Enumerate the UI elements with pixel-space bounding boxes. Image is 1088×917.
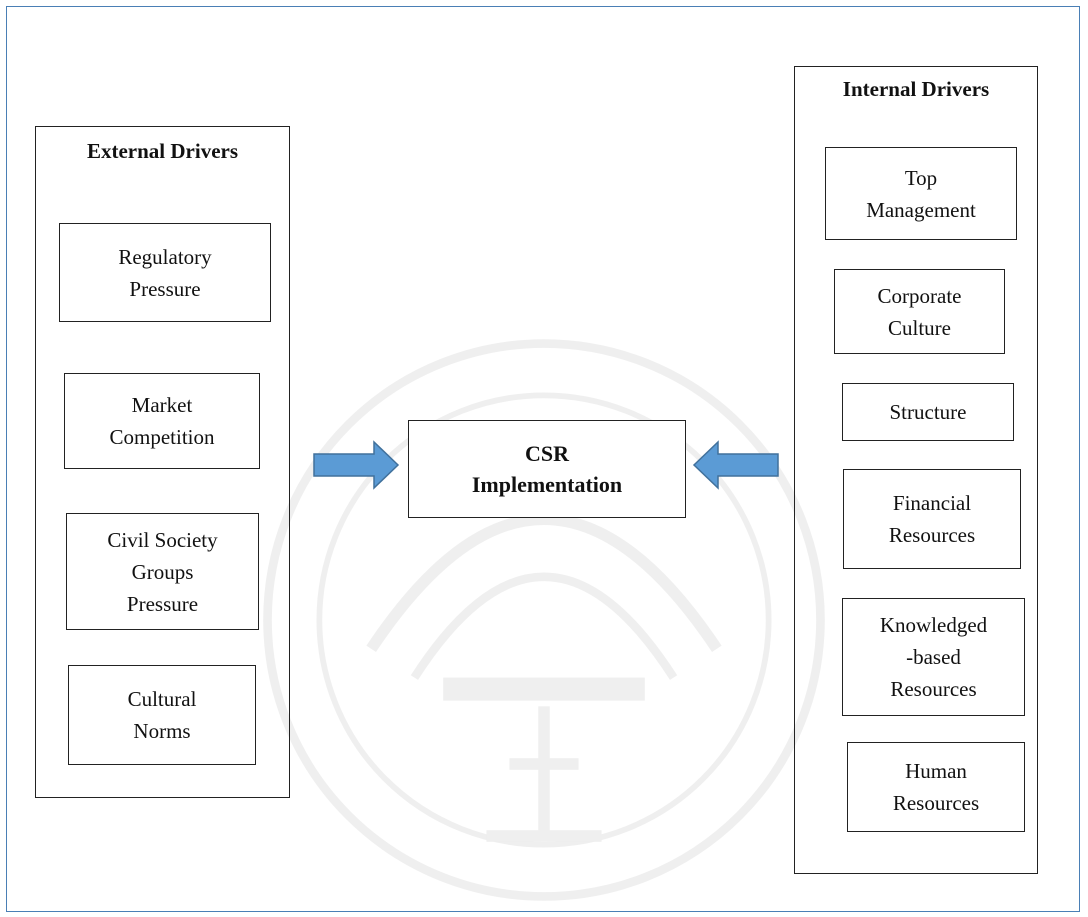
corporate-culture-box: Corporate Culture — [834, 269, 1005, 354]
structure-label: Structure — [889, 400, 967, 424]
market-competition-label: Market Competition — [109, 393, 215, 449]
csr-implementation-box: CSR Implementation — [408, 420, 686, 518]
financial-resources-label: Financial Resources — [888, 491, 976, 547]
external-drivers-title: External Drivers — [86, 139, 239, 163]
human-resources-label: Human Resources — [892, 759, 980, 815]
civil-society-groups-pressure-box: Civil Society Groups Pressure — [66, 513, 259, 630]
external-drivers-panel: External Drivers — [35, 126, 290, 798]
top-management-box: Top Management — [825, 147, 1017, 240]
top-management-label: Top Management — [866, 165, 976, 222]
internal-drivers-title: Internal Drivers — [842, 77, 990, 101]
csr-implementation-label: CSR Implementation — [471, 441, 623, 497]
cultural-norms-box: Cultural Norms — [68, 665, 256, 765]
internal-to-csr-arrow — [692, 440, 779, 490]
external-to-csr-arrow — [313, 440, 400, 490]
financial-resources-box: Financial Resources — [843, 469, 1021, 569]
corporate-culture-label: Corporate Culture — [877, 283, 962, 340]
regulatory-pressure-label: Regulatory Pressure — [118, 244, 212, 301]
market-competition-box: Market Competition — [64, 373, 260, 469]
civil-society-groups-pressure-label: Civil Society Groups Pressure — [107, 527, 218, 616]
human-resources-box: Human Resources — [847, 742, 1025, 832]
diagram-frame — [6, 6, 1080, 912]
regulatory-pressure-box: Regulatory Pressure — [59, 223, 271, 322]
structure-box: Structure — [842, 383, 1014, 441]
knowledge-based-resources-box: Knowledged -based Resources — [842, 598, 1025, 716]
internal-drivers-panel: Internal Drivers — [794, 66, 1038, 874]
knowledge-based-resources-label: Knowledged -based Resources — [879, 613, 988, 701]
cultural-norms-label: Cultural Norms — [127, 687, 197, 743]
